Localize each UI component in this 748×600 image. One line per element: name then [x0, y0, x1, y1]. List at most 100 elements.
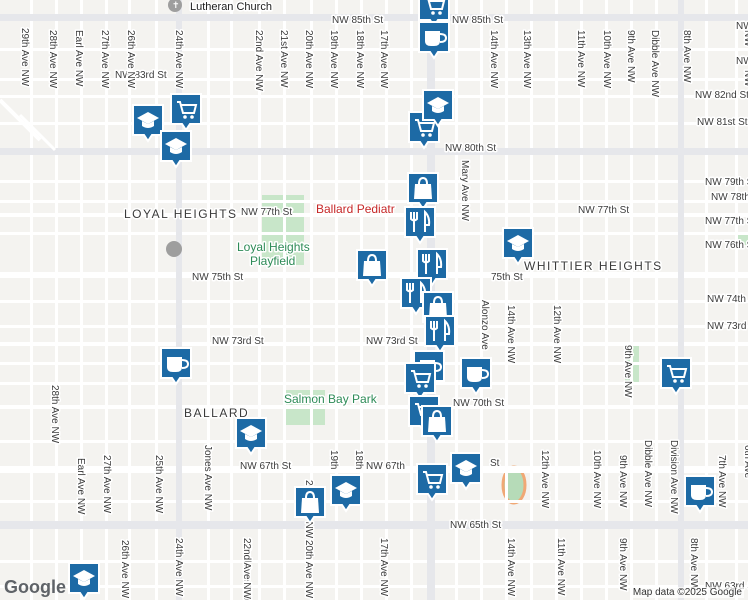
street-label-v: 8th Ave NW [688, 538, 699, 591]
street-label-v: 20th Ave NW [303, 540, 314, 599]
playfield-label-line-1[interactable]: Loyal Heights [236, 239, 312, 256]
salmon-bay-park-label[interactable]: Salmon Bay Park [283, 391, 380, 408]
street-label-v: 9th Ave NW [617, 455, 628, 508]
street-label-v: 18th Ave NW [354, 30, 365, 89]
lutheran-church-label[interactable]: Lutheran Church [189, 0, 274, 15]
street-label-h: NW 82nd St [695, 90, 748, 101]
street-label-v: 28th Ave NW [47, 30, 58, 89]
street-h [0, 500, 748, 503]
restaurant-marker[interactable] [403, 205, 437, 245]
24th-ave-road [176, 0, 182, 600]
street-label-v: NW [742, 70, 748, 87]
fork-knife-icon [424, 315, 456, 354]
ballard-area-label: BALLARD [184, 406, 249, 420]
street-label-h: NW 77th St [705, 216, 748, 227]
street-label-h: NW 76th St [705, 240, 748, 251]
shopping-bag-icon [294, 486, 326, 525]
graduation-cap-icon [160, 130, 192, 169]
street-label-v: 22nd Ave NW [241, 540, 252, 600]
street-label-v: Dibble Ave NW [649, 30, 660, 98]
nw-65th-st-road [0, 521, 748, 529]
shopping-cart-marker[interactable] [659, 356, 693, 396]
whittier-heights-area-label: WHITTIER HEIGHTS [524, 259, 663, 273]
street-label-h: NW 65th St [450, 520, 501, 531]
school-marker[interactable] [449, 451, 483, 491]
8th-ave-road [678, 0, 684, 600]
school-marker[interactable] [131, 103, 165, 143]
street-label-v: 22nd Ave NW [253, 30, 264, 92]
graduation-cap-icon [422, 89, 454, 128]
school-marker[interactable] [329, 473, 363, 513]
street-label-v: Dibble Ave NW [642, 440, 653, 508]
street-label-h: NW 73rd St [366, 336, 418, 347]
restaurant-marker[interactable] [423, 314, 457, 354]
street-h [0, 48, 748, 51]
shopping-bag-icon [356, 249, 388, 288]
shopping-cart-icon [660, 357, 692, 396]
street-h [0, 560, 748, 563]
church-cross-icon: ✝ [172, 0, 180, 10]
street-label-v: 21st Ave NW [278, 30, 289, 88]
graduation-cap-icon [450, 452, 482, 491]
street-label-v: 17th Ave NW [378, 538, 389, 597]
street-h [0, 342, 748, 346]
cafe-marker[interactable] [683, 474, 717, 514]
cafe-marker[interactable] [417, 20, 451, 60]
graduation-cap-icon [330, 474, 362, 513]
street-label-h: NW 85th St [452, 15, 503, 26]
street-label-v: 26th Ave NW [119, 540, 130, 599]
street-label-v: 14th Ave NW [505, 305, 516, 364]
cafe-marker[interactable] [459, 356, 493, 396]
street-h [0, 325, 748, 328]
street-label-v: Mary Ave NW [459, 160, 470, 221]
street-h [0, 232, 748, 235]
street-label-v: 9th Ave NW [625, 30, 636, 83]
store-marker[interactable] [420, 404, 454, 444]
school-marker[interactable] [234, 416, 268, 456]
ballard-pediatrics-label[interactable]: Ballard Pediatr [315, 201, 397, 218]
coffee-cup-icon [418, 21, 450, 60]
playfield-pin-icon [166, 241, 182, 257]
street-label-v: 11th Ave NW [555, 538, 566, 596]
street-h [0, 95, 748, 98]
school-marker[interactable] [501, 226, 535, 266]
street-h [0, 180, 748, 183]
church-icon [168, 0, 182, 12]
graduation-cap-icon [235, 417, 267, 456]
map-attribution[interactable]: Map data ©2025 Google [630, 587, 744, 598]
coffee-cup-icon [684, 475, 716, 514]
shopping-cart-marker[interactable] [415, 462, 449, 502]
street-label-v: 17th Ave NW [378, 30, 389, 89]
coffee-cup-icon [160, 347, 192, 386]
shopping-cart-icon [170, 93, 202, 132]
nw-80th-st-road [0, 148, 748, 155]
playfield-label-line-2[interactable]: Playfield [249, 253, 297, 270]
street-label-h: 75th St [491, 272, 523, 283]
school-marker[interactable] [421, 88, 455, 128]
shopping-cart-marker[interactable] [169, 92, 203, 132]
street-label-v: Division Ave NW [668, 440, 679, 514]
street-label-v: 27th Ave NW [99, 30, 110, 89]
street-label-v: 8th Ave NW [681, 30, 692, 83]
store-marker[interactable] [355, 248, 389, 288]
street-label-v: Jones Ave NW [202, 445, 213, 511]
street-label-v: 9th Ave NW [622, 345, 633, 398]
school-marker[interactable] [67, 561, 101, 600]
graduation-cap-icon [502, 227, 534, 266]
street-label-v: 6th Ave [742, 445, 748, 479]
fork-knife-icon [404, 206, 436, 245]
store-marker[interactable] [293, 485, 327, 525]
street-label-h: St [490, 458, 500, 469]
street-label-v: Earl Ave NW [73, 30, 84, 87]
park-area-edge [738, 235, 748, 245]
street-label-v: 13th Ave NW [521, 30, 532, 89]
street-label-h: NW 77th St [241, 207, 292, 218]
street-label-v: 20th Ave NW [303, 30, 314, 89]
street-label-h: NW 67th [366, 461, 405, 472]
street-h [0, 440, 748, 443]
school-marker[interactable] [159, 129, 193, 169]
cafe-marker[interactable] [159, 346, 193, 386]
street-h [0, 405, 748, 409]
